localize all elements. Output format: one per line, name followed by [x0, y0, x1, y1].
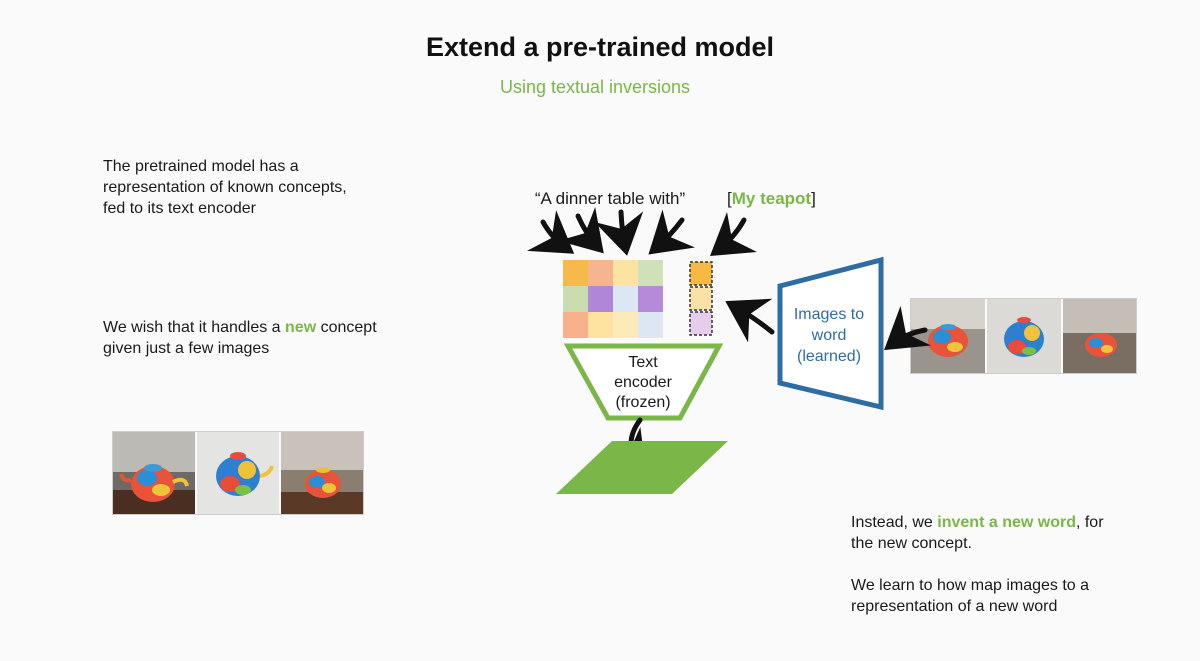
teapot-photo-strip-left [112, 431, 364, 515]
teapot-photo [987, 299, 1061, 373]
arrow-icon [725, 298, 775, 343]
arrow-icon [710, 211, 758, 257]
text-fragment: concept [316, 319, 377, 336]
mapper-label-line: Images to [794, 306, 864, 323]
embedding-cell [563, 286, 588, 312]
encoder-label-line: (frozen) [615, 394, 670, 411]
text-line: The pretrained model has a [103, 158, 299, 175]
embedding-grid [563, 260, 663, 338]
embedding-cell [588, 312, 613, 338]
text-fragment: Instead, we [851, 514, 938, 531]
token-embedding-cell [689, 286, 713, 311]
highlight-invent-word: invent a new word [937, 514, 1076, 531]
text-fragment: , for [1075, 514, 1104, 531]
pretrained-description: The pretrained model has a representatio… [103, 156, 347, 219]
arrow-icon [648, 209, 696, 255]
slide-title: Extend a pre-trained model [425, 32, 775, 62]
arrow-icon [558, 206, 604, 254]
embedding-cell [613, 312, 638, 338]
token-embedding-cell [689, 261, 713, 286]
encoder-label-line: encoder [614, 374, 672, 391]
mapper-label-line: (learned) [797, 348, 861, 365]
teapot-photo [113, 432, 195, 514]
embedding-cell [563, 312, 588, 338]
embedding-cell [588, 286, 613, 312]
arrow-icon [884, 305, 932, 351]
learn-mapping-description: We learn to how map images to a represen… [851, 575, 1089, 617]
text-encoder-block [563, 343, 724, 421]
teapot-photo [281, 432, 363, 514]
embedding-cell [638, 286, 663, 312]
text-line: Instead, we invent a new word, for [851, 512, 1104, 533]
text-line: representation of a new word [851, 598, 1058, 615]
invent-word-description: Instead, we invent a new word, for the n… [851, 512, 1104, 554]
text-line: given just a few images [103, 340, 270, 357]
output-embedding-plane [556, 441, 728, 494]
text-line: We wish that it handles a new concept [103, 317, 377, 338]
text-line: fed to its text encoder [103, 200, 256, 217]
teapot-photo [1063, 299, 1136, 373]
slide-subtitle: Using textual inversions [499, 77, 691, 97]
embedding-cell [638, 312, 663, 338]
images-to-word-block [777, 256, 884, 411]
arrow-icon [594, 209, 644, 256]
new-concept-description: We wish that it handles a new concept gi… [103, 317, 377, 359]
teapot-photo [197, 432, 279, 514]
embedding-cell [638, 260, 663, 286]
embedding-cell [563, 260, 588, 286]
prompt-text: “A dinner table with” [535, 189, 686, 208]
new-token-embedding [689, 261, 713, 336]
embedding-cell [588, 260, 613, 286]
embedding-cell [613, 286, 638, 312]
encoder-label-line: Text [628, 354, 658, 371]
text-line: We learn to how map images to a [851, 577, 1090, 594]
token-label: [My teapot] [727, 189, 816, 208]
text-line: representation of known concepts, [103, 179, 347, 196]
teapot-photo-strip-right [910, 298, 1137, 374]
highlight-new: new [285, 319, 317, 336]
embedding-cell [613, 260, 638, 286]
arrow-icon [527, 210, 575, 254]
token-embedding-cell [689, 311, 713, 336]
text-fragment: We wish that it handles a [103, 319, 286, 336]
mapper-label-line: word [811, 327, 847, 344]
text-line: the new concept. [851, 535, 972, 552]
